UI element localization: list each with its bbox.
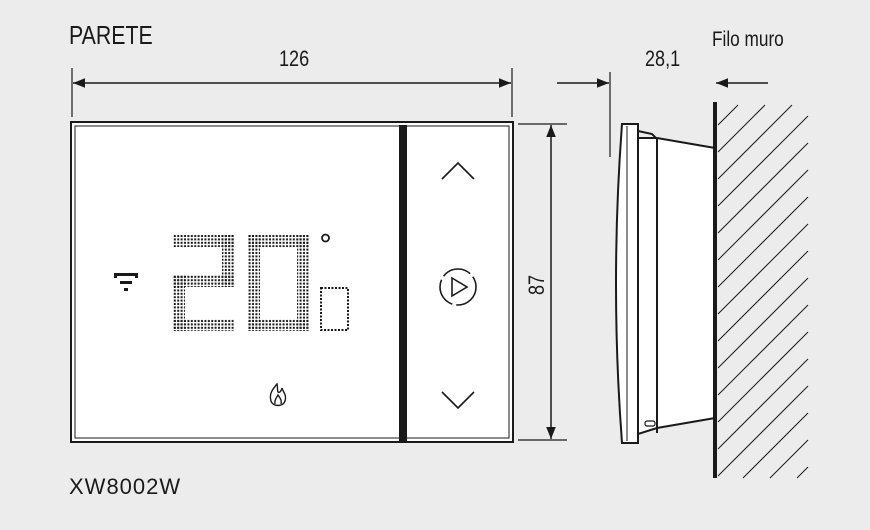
hatch-line	[717, 115, 809, 207]
chevron-up-icon[interactable]	[441, 161, 475, 180]
wall-line-label: Filo muro	[712, 28, 784, 51]
hatch-line	[717, 104, 766, 153]
depth-dimension	[557, 72, 768, 157]
wall-hatching	[713, 102, 809, 479]
hatch-line	[717, 385, 809, 477]
hatch-line	[717, 277, 809, 369]
hatch-line	[717, 223, 809, 315]
height-dimension	[518, 123, 567, 441]
height-value: 87	[524, 274, 549, 295]
signal-icon	[114, 273, 138, 291]
hatch-line	[717, 104, 793, 180]
temperature-digit-2	[173, 235, 234, 331]
depth-value: 28,1	[645, 46, 681, 71]
divider-bar	[399, 125, 407, 442]
hatch-line	[717, 104, 739, 126]
hatch-line	[796, 466, 809, 479]
width-dimension	[71, 68, 513, 117]
chevron-down-icon[interactable]	[441, 391, 475, 410]
hatch-line	[769, 439, 809, 479]
thermostat-side-view	[615, 123, 716, 444]
wall-label: PARETE	[69, 20, 153, 50]
thermostat-front-view	[70, 121, 514, 443]
hatch-line	[717, 169, 809, 261]
width-value: 126	[279, 46, 310, 71]
flame-icon	[269, 382, 287, 407]
hatch-line	[717, 142, 809, 234]
temperature-digit-0	[248, 235, 309, 331]
play-icon[interactable]	[439, 268, 477, 306]
hatch-line	[717, 250, 809, 342]
model-number: XW8002W	[69, 474, 182, 499]
hatch-line	[717, 358, 809, 450]
hatch-line	[717, 196, 809, 288]
degree-icon	[321, 233, 330, 243]
decimal-digit	[320, 287, 349, 331]
hatch-line	[742, 412, 809, 479]
hatch-line	[717, 304, 809, 396]
hatch-line	[717, 331, 809, 423]
